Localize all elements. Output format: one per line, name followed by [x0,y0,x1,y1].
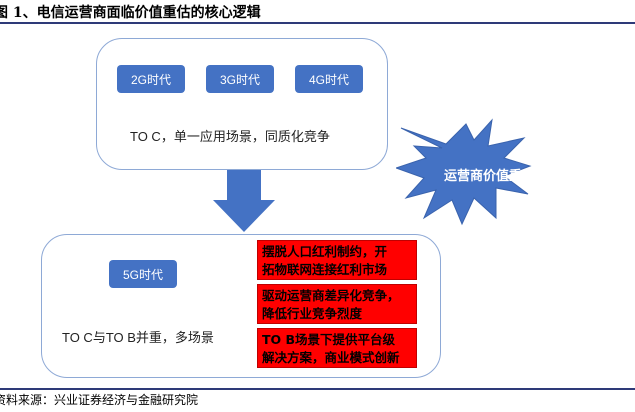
era-5g-label: 5G时代 [109,260,177,288]
legacy-era-box [96,38,388,170]
bottom-rule [0,388,635,390]
highlight-line: 摆脱人口红利制约，开 [262,244,388,259]
highlight-line: 降低行业竞争烈度 [262,306,363,321]
highlight-line: 拓物联网连接红利市场 [262,262,388,277]
highlight-line: 驱动运营商差异化竞争， [262,288,400,303]
source-note: 资料来源：兴业证券经济与金融研究院 [0,393,199,407]
figure-title: 图 1、电信运营商面临价值重估的核心逻辑 [0,5,261,21]
down-arrow-icon [213,170,275,232]
era-3g-label: 3G时代 [206,65,274,93]
burst-label: 运营商价值重估 [444,169,536,184]
highlight-line: TO B场景下提供平台级 [262,332,396,347]
legacy-description: TO C，单一应用场景，同质化竞争 [130,129,330,144]
highlight-box: 摆脱人口红利制约，开 拓物联网连接红利市场 [257,240,417,280]
era-4g-label: 4G时代 [295,65,363,93]
era-2g-label: 2G时代 [117,65,185,93]
highlight-line: 解决方案，商业模式创新 [262,350,400,365]
burst-star-icon [396,118,532,226]
top-rule [0,22,635,24]
highlight-box: TO B场景下提供平台级 解决方案，商业模式创新 [257,328,417,368]
highlight-box: 驱动运营商差异化竞争， 降低行业竞争烈度 [257,284,417,324]
5g-description: TO C与TO B并重，多场景 [62,330,214,345]
